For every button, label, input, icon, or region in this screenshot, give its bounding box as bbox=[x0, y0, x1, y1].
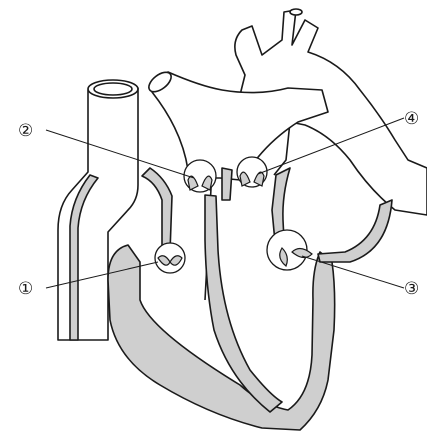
label-1: ① bbox=[18, 279, 33, 299]
aorta-branch-opening bbox=[290, 9, 302, 15]
label-3: ③ bbox=[404, 279, 419, 299]
valve-1 bbox=[155, 243, 185, 273]
label-4: ④ bbox=[404, 109, 419, 129]
label-2: ② bbox=[18, 121, 33, 141]
right-outflow-wall bbox=[142, 168, 172, 252]
pulmonary-vein-wall bbox=[318, 200, 392, 262]
left-outflow-wall bbox=[222, 168, 232, 200]
valve-3 bbox=[267, 230, 312, 270]
